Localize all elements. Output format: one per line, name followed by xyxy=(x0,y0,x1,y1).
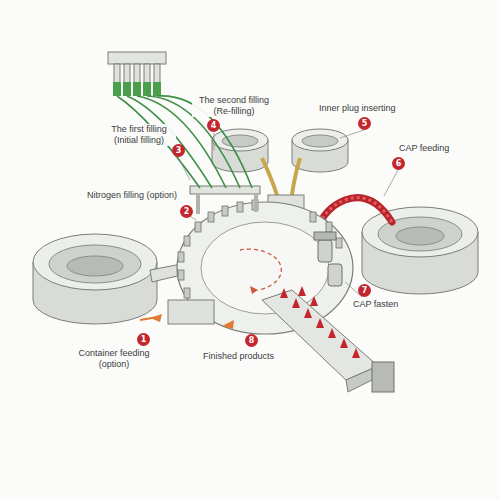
part-label: CAP feeding xyxy=(398,143,450,154)
bowl-center xyxy=(396,227,444,245)
right-bowl-feeder xyxy=(362,207,478,294)
bowl-rim xyxy=(292,129,348,151)
callout-number: 5 xyxy=(358,117,371,130)
bowl-inner xyxy=(49,245,141,283)
callout-number: 6 xyxy=(392,157,405,170)
bowl-inner xyxy=(222,135,258,147)
callout-number: 2 xyxy=(180,205,193,218)
filling-frame xyxy=(190,186,260,214)
callout-number: 3 xyxy=(172,144,185,157)
callout-number: 4 xyxy=(207,119,220,132)
part-label: Container feeding (option) xyxy=(72,348,156,370)
part-label: The first filling (Initial filling) xyxy=(102,124,176,146)
leader-lines xyxy=(178,130,398,297)
part-label: The second filling (Re-filling) xyxy=(192,95,276,117)
callout-number: 8 xyxy=(245,334,258,347)
container-conveyor xyxy=(140,300,234,329)
container-ring xyxy=(178,200,342,298)
bowl-rim xyxy=(212,129,268,151)
feed-arrow xyxy=(222,320,234,329)
bowl-rim xyxy=(362,207,478,257)
capping-heads xyxy=(314,232,342,286)
part-label: Inner plug inserting xyxy=(318,103,397,114)
motor xyxy=(372,362,394,392)
part-label: CAP fasten xyxy=(352,299,399,310)
callout-number: 7 xyxy=(358,284,371,297)
part-label: Nitrogen filling (option) xyxy=(86,190,178,201)
part-label: Finished products xyxy=(202,351,275,362)
bowl-inner xyxy=(302,135,338,147)
filling-pumps xyxy=(108,52,166,96)
callout-number: 1 xyxy=(137,333,150,346)
rotation-arrow xyxy=(240,249,281,290)
bowl-center xyxy=(67,256,123,276)
capped-bottles xyxy=(280,286,360,358)
bowl-rim xyxy=(33,234,157,290)
pump-frame xyxy=(108,52,166,64)
arrow-head xyxy=(250,286,258,294)
